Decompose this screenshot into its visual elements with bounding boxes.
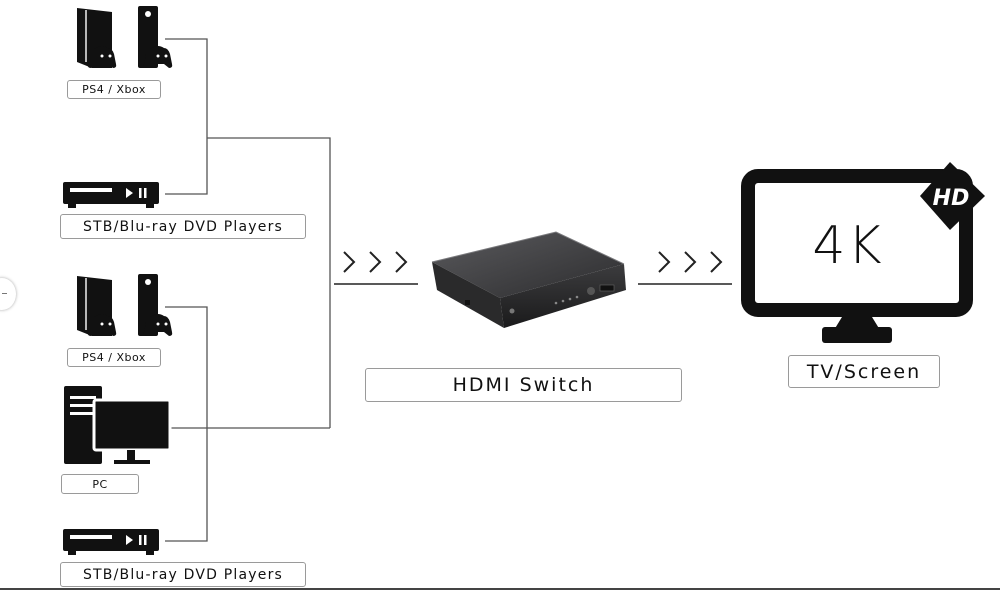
connection-lines bbox=[165, 38, 732, 542]
media-player-icon bbox=[63, 182, 159, 208]
output-label: TV/Screen bbox=[788, 355, 940, 388]
source-label-console-1: PS4 / Xbox bbox=[67, 80, 161, 99]
source-label-player-1: STB/Blu-ray DVD Players bbox=[60, 214, 306, 239]
game-console-icon bbox=[77, 274, 173, 336]
source-label-pc: PC bbox=[61, 474, 139, 494]
game-console-icon bbox=[77, 6, 173, 68]
connector-top-group bbox=[165, 38, 208, 195]
source-label-console-2: PS4 / Xbox bbox=[67, 348, 161, 367]
connector-top-trunk bbox=[207, 137, 331, 428]
chevron-right-icon bbox=[658, 251, 723, 273]
desktop-computer-icon bbox=[64, 386, 172, 464]
connector-bottom-group bbox=[165, 306, 208, 542]
source-label-player-2: STB/Blu-ray DVD Players bbox=[60, 562, 306, 587]
page-edge-handle[interactable] bbox=[0, 278, 16, 310]
hd-badge: HD bbox=[933, 186, 970, 211]
tv-resolution-text: 4K bbox=[812, 216, 883, 276]
chevron-right-icon bbox=[343, 251, 408, 273]
switch-label: HDMI Switch bbox=[365, 368, 682, 402]
media-player-icon bbox=[63, 529, 159, 555]
tv-icon: HD 4K bbox=[741, 162, 985, 343]
bottom-divider bbox=[0, 588, 1000, 590]
hdmi-switch-icon bbox=[431, 231, 626, 328]
